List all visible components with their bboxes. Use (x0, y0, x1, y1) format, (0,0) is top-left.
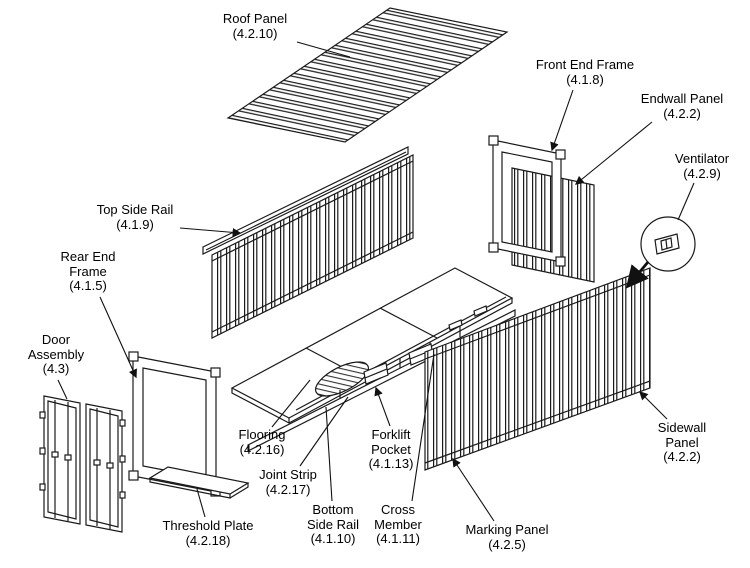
label-door-assembly: Door Assembly (4.3) (27, 332, 85, 377)
arrow-ventilator-location (625, 261, 650, 289)
label-forklift-pocket: Forklift Pocket (4.1.13) (368, 427, 414, 472)
arrow-marking-panel (452, 457, 495, 522)
leader-bottom-side-rail (325, 406, 333, 502)
floor-tunnel-opening (314, 361, 370, 397)
arrow-top-side-rail (179, 227, 242, 237)
door-hinge (119, 419, 126, 427)
leader-threshold-plate (196, 488, 206, 518)
label-threshold-plate: Threshold Plate (4.2.18) (162, 518, 254, 548)
label-top-side-rail: Top Side Rail (4.1.9) (96, 202, 174, 232)
door-hinge (39, 447, 46, 455)
rear-sidewall-panel-drawing (211, 154, 414, 339)
label-marking-panel: Marking Panel (4.2.5) (465, 522, 549, 552)
label-flooring: Flooring (4.2.16) (238, 427, 286, 457)
leader-arrows (99, 89, 668, 522)
front-end-frame-drawing (488, 135, 566, 267)
door-assembly-drawing (39, 395, 126, 533)
arrow-sidewall-panel (639, 391, 668, 420)
joint-strip-line (379, 307, 438, 339)
leader-lines (57, 41, 695, 518)
arrow-forklift-pocket (374, 386, 391, 427)
threshold-plate-drawing (148, 466, 250, 499)
leader-cross-member (411, 353, 435, 502)
label-cross-member: Cross Member (4.1.11) (374, 502, 422, 547)
leader-door-assembly (57, 379, 68, 400)
label-endwall-panel: Endwall Panel (4.2.2) (640, 91, 724, 121)
label-ventilator: Ventilator (4.2.9) (674, 151, 730, 181)
roof-panel-drawing (226, 7, 509, 143)
ventilator-callout (640, 216, 696, 272)
leader-roof-panel (296, 41, 351, 58)
flooring-drawing (230, 267, 514, 424)
label-joint-strip: Joint Strip (4.2.17) (259, 467, 317, 497)
label-sidewall-panel: Sidewall Panel (4.2.2) (657, 420, 707, 465)
label-rear-end-frame: Rear End Frame (4.1.5) (60, 249, 116, 294)
arrow-front-end-frame (550, 89, 574, 152)
arrow-rear-end-frame (99, 296, 137, 379)
sidewall-panel-drawing (424, 267, 651, 471)
leader-joint-strip (299, 396, 349, 467)
label-bottom-side-rail: Bottom Side Rail (4.1.10) (306, 502, 360, 547)
door-hinge (39, 411, 46, 419)
arrow-endwall-panel (574, 121, 653, 185)
door-hinge (39, 483, 46, 491)
leader-ventilator (677, 182, 695, 221)
door-hinge (119, 491, 126, 499)
label-roof-panel: Roof Panel (4.2.10) (222, 11, 288, 41)
label-front-end-frame: Front End Frame (4.1.8) (535, 57, 635, 87)
door-hinge (119, 455, 126, 463)
leader-flooring (271, 379, 311, 428)
